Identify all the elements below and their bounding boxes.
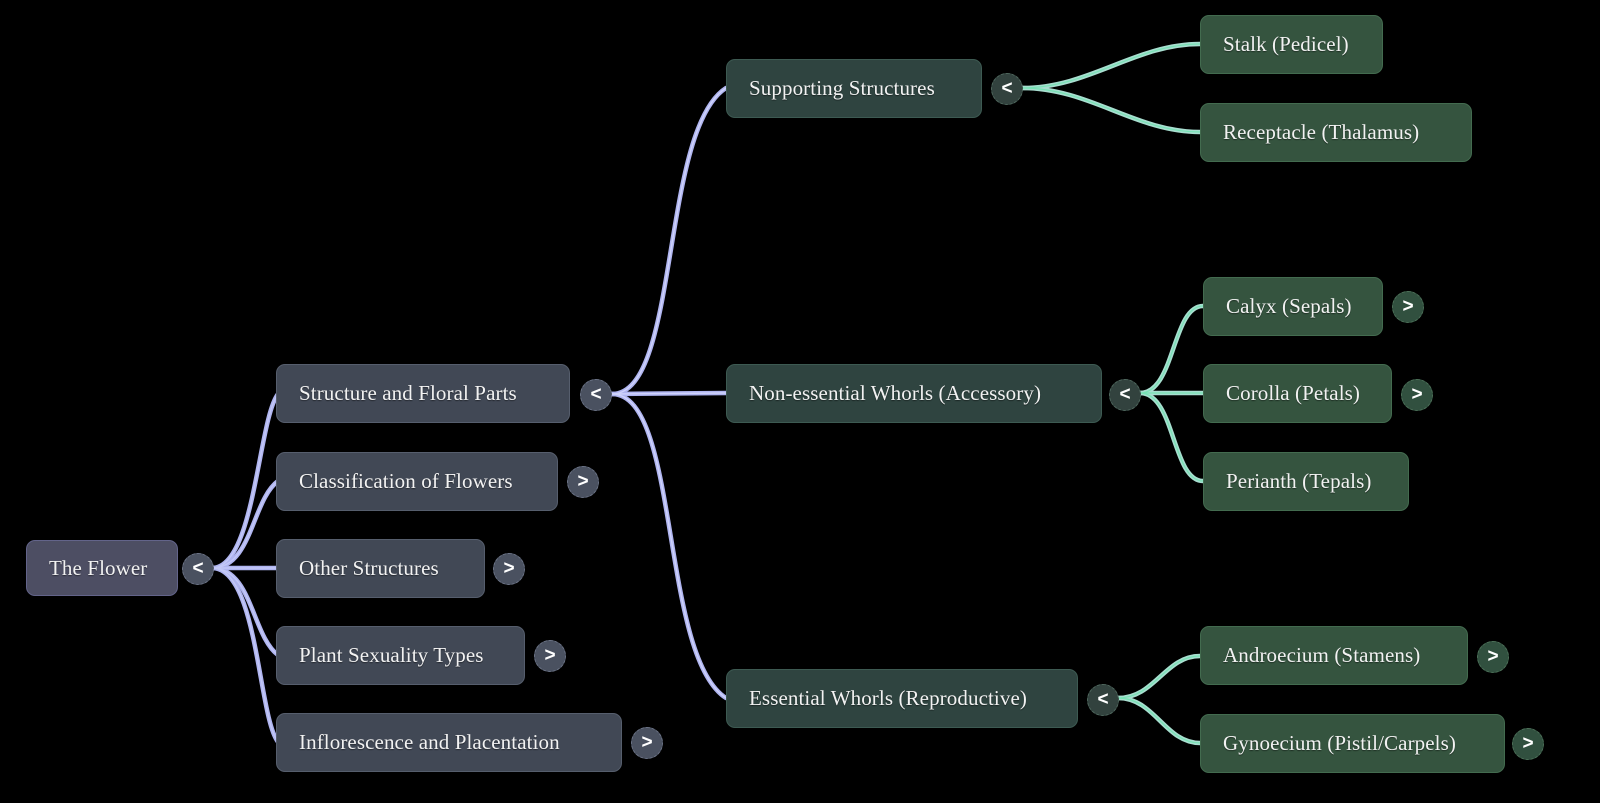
node-label: Calyx (Sepals): [1226, 294, 1352, 318]
node-corolla-petals[interactable]: Corolla (Petals): [1203, 364, 1392, 423]
edge-structure-nonessential: [609, 390, 729, 397]
node-label: Gynoecium (Pistil/Carpels): [1223, 731, 1456, 755]
node-label: The Flower: [49, 555, 148, 580]
chevron-left-icon: <: [590, 383, 602, 405]
node-perianth-tepals[interactable]: Perianth (Tepals): [1203, 452, 1409, 511]
chevron-left-icon: <: [1119, 383, 1131, 405]
chevron-right-icon: >: [1402, 295, 1414, 317]
node-label: Corolla (Petals): [1226, 381, 1360, 405]
edge-nonessential-calyx: [1137, 303, 1206, 396]
edge-structure-essential: [609, 391, 729, 701]
chevron-left-icon: <: [192, 557, 204, 579]
node-calyx-sepals[interactable]: Calyx (Sepals): [1203, 277, 1383, 336]
toggle-non-essential-whorls[interactable]: <: [1109, 379, 1141, 411]
edge-essential-gynoecium: [1115, 695, 1203, 746]
edge-nonessential-perianth: [1137, 390, 1206, 484]
node-essential-whorls[interactable]: Essential Whorls (Reproductive): [726, 669, 1078, 728]
toggle-corolla-petals[interactable]: >: [1401, 379, 1433, 411]
node-non-essential-whorls[interactable]: Non-essential Whorls (Accessory): [726, 364, 1102, 423]
chevron-right-icon: >: [1487, 645, 1499, 667]
chevron-right-icon: >: [577, 470, 589, 492]
edge-essential-androecium: [1115, 653, 1203, 701]
node-stalk-pedicel[interactable]: Stalk (Pedicel): [1200, 15, 1383, 74]
node-label: Classification of Flowers: [299, 469, 513, 493]
chevron-right-icon: >: [503, 557, 515, 579]
toggle-the-flower[interactable]: <: [182, 553, 214, 585]
node-plant-sexuality-types[interactable]: Plant Sexuality Types: [276, 626, 525, 685]
node-label: Supporting Structures: [749, 76, 935, 100]
node-classification-of-flowers[interactable]: Classification of Flowers: [276, 452, 558, 511]
edge-root-sexuality: [209, 565, 281, 658]
node-label: Non-essential Whorls (Accessory): [749, 381, 1042, 405]
node-gynoecium-pistil-carpels[interactable]: Gynoecium (Pistil/Carpels): [1200, 714, 1505, 773]
node-label: Androecium (Stamens): [1223, 643, 1421, 667]
node-supporting-structures[interactable]: Supporting Structures: [726, 59, 982, 118]
node-label: Other Structures: [299, 556, 439, 580]
edge-root-structure: [209, 391, 281, 571]
toggle-calyx-sepals[interactable]: >: [1392, 291, 1424, 323]
node-label: Receptacle (Thalamus): [1223, 120, 1420, 144]
toggle-plant-sexuality-types[interactable]: >: [534, 640, 566, 672]
edge-root-inflorescence: [209, 565, 281, 745]
node-label: Perianth (Tepals): [1226, 469, 1372, 493]
node-structure-and-floral-parts[interactable]: Structure and Floral Parts: [276, 364, 570, 423]
node-receptacle-thalamus[interactable]: Receptacle (Thalamus): [1200, 103, 1472, 162]
chevron-right-icon: >: [1411, 383, 1423, 405]
node-label: Essential Whorls (Reproductive): [749, 686, 1027, 710]
toggle-supporting-structures[interactable]: <: [991, 73, 1023, 105]
toggle-essential-whorls[interactable]: <: [1087, 684, 1119, 716]
chevron-right-icon: >: [544, 644, 556, 666]
toggle-other-structures[interactable]: >: [493, 553, 525, 585]
toggle-gynoecium-pistil-carpels[interactable]: >: [1512, 728, 1544, 760]
chevron-right-icon: >: [1522, 732, 1534, 754]
node-label: Stalk (Pedicel): [1223, 32, 1349, 56]
toggle-classification-of-flowers[interactable]: >: [567, 466, 599, 498]
toggle-inflorescence-and-placentation[interactable]: >: [631, 727, 663, 759]
toggle-androecium-stamens[interactable]: >: [1477, 641, 1509, 673]
node-label: Structure and Floral Parts: [299, 381, 517, 405]
edge-structure-supporting: [609, 85, 729, 397]
chevron-right-icon: >: [641, 731, 653, 753]
toggle-structure-and-floral-parts[interactable]: <: [580, 379, 612, 411]
edge-root-classification: [209, 478, 281, 571]
node-the-flower[interactable]: The Flower: [26, 540, 178, 596]
edge-supporting-stalk: [1019, 41, 1203, 91]
node-label: Plant Sexuality Types: [299, 643, 484, 667]
edge-supporting-receptacle: [1019, 85, 1203, 135]
chevron-left-icon: <: [1097, 688, 1109, 710]
chevron-left-icon: <: [1001, 77, 1013, 99]
node-androecium-stamens[interactable]: Androecium (Stamens): [1200, 626, 1468, 685]
node-other-structures[interactable]: Other Structures: [276, 539, 485, 598]
node-label: Inflorescence and Placentation: [299, 730, 560, 754]
node-inflorescence-and-placentation[interactable]: Inflorescence and Placentation: [276, 713, 622, 772]
